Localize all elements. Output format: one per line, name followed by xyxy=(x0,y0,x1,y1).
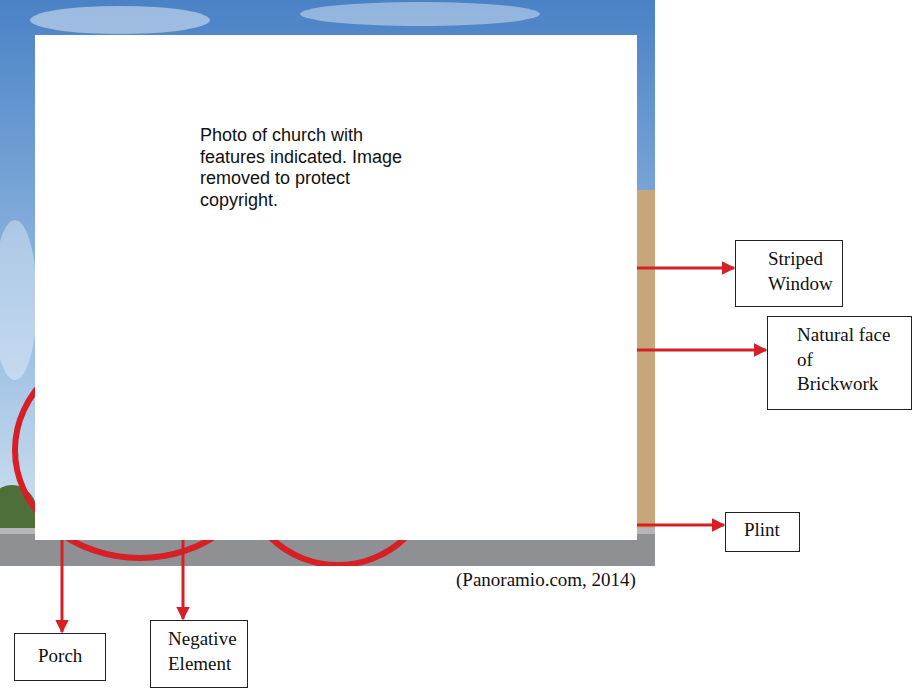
node-label: Photo of church with features indicated.… xyxy=(200,125,415,211)
node-label: Porch xyxy=(38,644,82,669)
pointer-arrow xyxy=(637,524,724,527)
node-label: Plint xyxy=(744,518,780,543)
photo-placeholder: Photo of church with features indicated.… xyxy=(35,35,637,540)
pointer-arrow xyxy=(182,540,185,619)
caption: (Panoramio.com, 2014) xyxy=(456,569,636,591)
pointer-arrow xyxy=(61,540,64,632)
node-label: Negative Element xyxy=(168,627,241,676)
label-box: Striped Window xyxy=(735,240,843,307)
label-box: Porch xyxy=(14,633,106,681)
node-label: Natural face of Brickwork xyxy=(797,323,897,397)
label-box: Negative Element xyxy=(150,620,248,688)
pointer-arrow xyxy=(637,267,734,270)
label-box: Plint xyxy=(725,512,800,552)
cloud xyxy=(300,2,540,26)
sky xyxy=(0,0,655,566)
cloud xyxy=(30,6,210,34)
cloud xyxy=(0,220,37,380)
node-label: Striped Window xyxy=(768,247,836,296)
pointer-arrow xyxy=(637,349,766,352)
label-box: Natural face of Brickwork xyxy=(767,316,912,410)
